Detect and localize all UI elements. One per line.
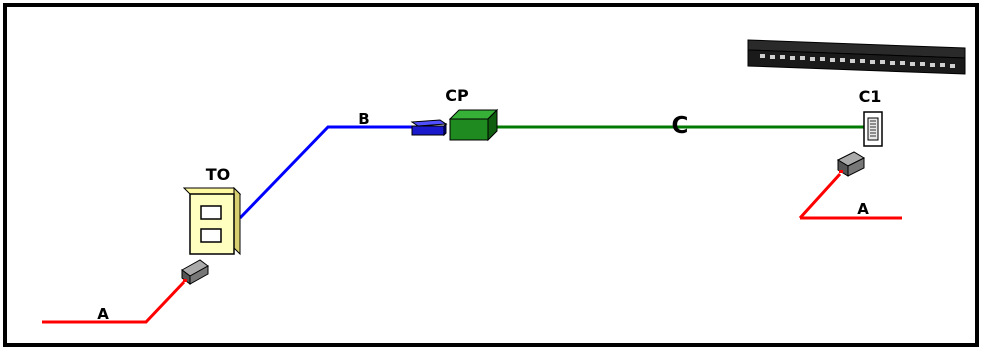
patch-panel-icon bbox=[747, 39, 966, 75]
patch-port-icon bbox=[863, 111, 883, 147]
consolidation-point-box-icon bbox=[448, 108, 499, 142]
label-segment-a-right: A bbox=[857, 200, 869, 218]
label-segment-b: B bbox=[358, 110, 369, 128]
label-segment-c: C bbox=[672, 113, 689, 139]
telecom-outlet-icon bbox=[182, 186, 242, 256]
label-segment-a-left: A bbox=[97, 305, 109, 323]
label-c1: C1 bbox=[859, 87, 882, 106]
cable-a-left bbox=[42, 280, 186, 324]
diagram-frame bbox=[3, 3, 979, 347]
blue-connector-icon bbox=[410, 119, 448, 137]
cable-b bbox=[238, 125, 412, 220]
cable-a-right-rise bbox=[798, 172, 842, 220]
label-to: TO bbox=[206, 165, 231, 184]
gray-plug-icon bbox=[181, 259, 209, 285]
gray-plug-icon bbox=[836, 151, 866, 177]
label-cp: CP bbox=[445, 86, 469, 105]
